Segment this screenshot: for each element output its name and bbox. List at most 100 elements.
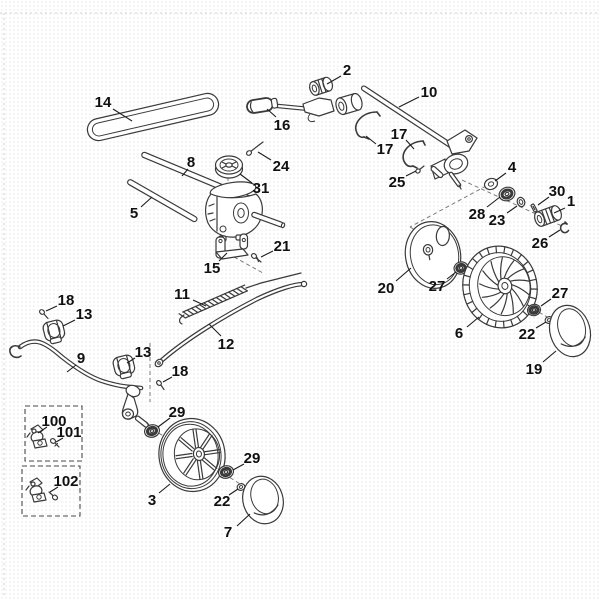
callout-label-28: 28 <box>469 206 486 223</box>
callout-label-21: 21 <box>274 238 291 255</box>
callout-label-5: 5 <box>130 205 138 222</box>
callout-leader-18 <box>162 376 173 383</box>
callout-leader-30 <box>537 196 550 206</box>
callout-label-8: 8 <box>187 154 195 171</box>
callout-leader-21 <box>260 250 274 258</box>
front-wheel <box>158 417 226 493</box>
wheel-bearing <box>217 465 235 479</box>
flange-nut <box>526 303 542 317</box>
callout-leader-8 <box>181 168 189 177</box>
callout-label-4: 4 <box>508 159 517 176</box>
callout-leader-101 <box>55 437 64 443</box>
callout-leader-20 <box>395 267 412 282</box>
callout-leader-17 <box>405 139 415 150</box>
axle-bar <box>9 339 144 391</box>
gearbox-housing <box>205 181 263 242</box>
retaining-clip <box>559 221 570 234</box>
cable-clamp-100 <box>26 424 48 449</box>
callout-label-17: 17 <box>377 141 394 158</box>
lever-bushing <box>308 76 334 96</box>
axle-rod <box>127 179 198 223</box>
pivot-bracket <box>430 129 478 190</box>
callout-leader-7 <box>236 513 251 527</box>
callout-leader-24 <box>257 151 272 161</box>
callout-label-31: 31 <box>253 180 270 197</box>
callout-label-25: 25 <box>389 174 406 191</box>
callout-label-6: 6 <box>455 325 463 342</box>
callout-leader-27 <box>446 271 457 280</box>
drive-hub <box>533 205 563 227</box>
hub-cap-front <box>242 475 284 525</box>
callout-label-22: 22 <box>519 326 536 343</box>
inset-box-100-101 <box>24 405 83 462</box>
callout-label-29: 29 <box>244 450 261 467</box>
gearbox-output-shaft <box>251 211 286 229</box>
callout-label-27: 27 <box>552 285 569 302</box>
callout-label-3: 3 <box>148 492 156 509</box>
callout-label-12: 12 <box>218 336 235 353</box>
wheel-spokes <box>479 257 531 315</box>
callout-label-27: 27 <box>429 278 446 295</box>
callout-label-10: 10 <box>421 84 438 101</box>
callout-label-17: 17 <box>391 126 408 143</box>
callout-leader-16 <box>266 108 277 118</box>
callout-label-22: 22 <box>214 493 231 510</box>
callout-leader-10 <box>398 96 420 108</box>
bar-bushing-right <box>112 354 136 380</box>
callout-label-18: 18 <box>172 363 189 380</box>
drive-pin <box>530 203 538 213</box>
callout-label-29: 29 <box>169 404 186 421</box>
callout-leader-31 <box>239 173 253 184</box>
callout-leader-6 <box>466 316 480 328</box>
callout-label-24: 24 <box>273 158 290 175</box>
callout-leader-5 <box>140 196 153 208</box>
callout-leader-13 <box>126 357 136 364</box>
shift-lever-assembly <box>246 92 363 122</box>
callout-leader-26 <box>548 229 561 238</box>
gearbox-bracket <box>215 233 249 260</box>
bushing-screw-right <box>156 380 165 391</box>
callout-leader-4 <box>494 172 507 182</box>
callout-label-13: 13 <box>76 306 93 323</box>
callout-leader-15 <box>218 252 228 262</box>
callout-leader-2 <box>326 75 342 85</box>
callout-leader-12 <box>208 323 222 337</box>
callout-leader-27 <box>540 298 552 307</box>
callout-label-7: 7 <box>224 524 232 541</box>
callout-label-20: 20 <box>378 280 395 297</box>
callout-label-13: 13 <box>135 344 152 361</box>
wheel-spokes <box>175 428 221 480</box>
callout-leader-14 <box>112 108 133 122</box>
callout-leader-1 <box>553 207 566 214</box>
wheel-bearing <box>143 424 161 438</box>
callout-leader-9 <box>66 364 77 373</box>
brake-rod <box>154 280 308 368</box>
hub-cap-rear <box>548 304 592 358</box>
callout-leader-11 <box>192 299 207 307</box>
callout-label-16: 16 <box>274 117 291 134</box>
tension-spring <box>178 272 302 325</box>
callout-label-9: 9 <box>77 350 85 367</box>
callout-leader-17 <box>365 135 377 145</box>
torsion-spring-right <box>402 140 426 169</box>
cable-clamp-102 <box>25 477 47 503</box>
callout-leader-100 <box>37 426 48 434</box>
pivot-screw <box>415 165 425 174</box>
torsion-spring-left <box>355 111 381 140</box>
callout-leader-102 <box>49 486 59 493</box>
callout-label-30: 30 <box>549 183 566 200</box>
drive-belt <box>86 92 220 142</box>
callout-leader-29 <box>232 463 245 471</box>
callout-leader-29 <box>157 417 171 428</box>
callout-label-11: 11 <box>174 286 190 303</box>
washer <box>483 177 499 191</box>
callout-leader-13 <box>62 319 76 327</box>
clamp-screw-102 <box>48 491 59 501</box>
callout-label-15: 15 <box>204 260 221 277</box>
callout-leader-18 <box>45 305 58 312</box>
callout-label-14: 14 <box>95 94 112 111</box>
callout-label-18: 18 <box>58 292 75 309</box>
